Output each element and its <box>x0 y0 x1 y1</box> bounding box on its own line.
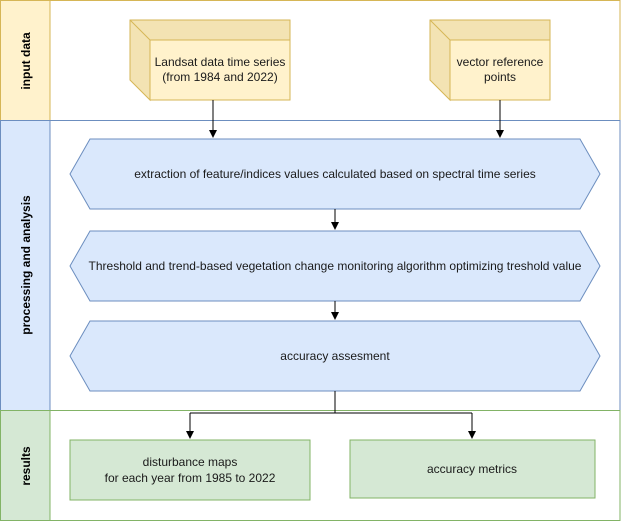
node-accuracy-metrics-label: accuracy metrics <box>427 462 517 476</box>
node-vector-line-2: points <box>484 70 516 84</box>
node-disturbance-line-1: disturbance maps <box>143 455 238 469</box>
node-landsat-line-2: (from 1984 and 2022) <box>162 70 277 84</box>
edges <box>186 100 504 439</box>
node-landsat-line-1: Landsat data time series <box>155 55 286 69</box>
lane-input-label: input data <box>19 32 33 90</box>
lane-processing-header <box>0 120 51 411</box>
node-accuracy-assessment-label: accuracy assesment <box>280 349 390 363</box>
node-landsat-data: Landsat data time series (from 1984 and … <box>129 19 291 102</box>
node-extraction-label: extraction of feature/indices values cal… <box>134 167 536 181</box>
lane-input-header <box>0 0 51 121</box>
node-accuracy-assessment: accuracy assesment <box>69 320 601 392</box>
node-threshold-label: Threshold and trend-based vegetation cha… <box>89 259 582 273</box>
node-vector-line-1: vector reference <box>457 55 544 69</box>
node-accuracy-metrics: accuracy metrics <box>349 439 596 499</box>
lane-processing-label: processing and analysis <box>19 195 33 335</box>
node-threshold-algorithm: Threshold and trend-based vegetation cha… <box>69 230 601 302</box>
node-extraction: extraction of feature/indices values cal… <box>69 138 601 210</box>
node-vector-reference: vector reference points <box>429 19 551 102</box>
lane-results-header <box>0 410 51 521</box>
lane-results-label: results <box>19 446 33 486</box>
node-disturbance-maps: disturbance maps for each year from 1985… <box>69 439 311 501</box>
node-disturbance-line-2: for each year from 1985 to 2022 <box>105 471 276 485</box>
